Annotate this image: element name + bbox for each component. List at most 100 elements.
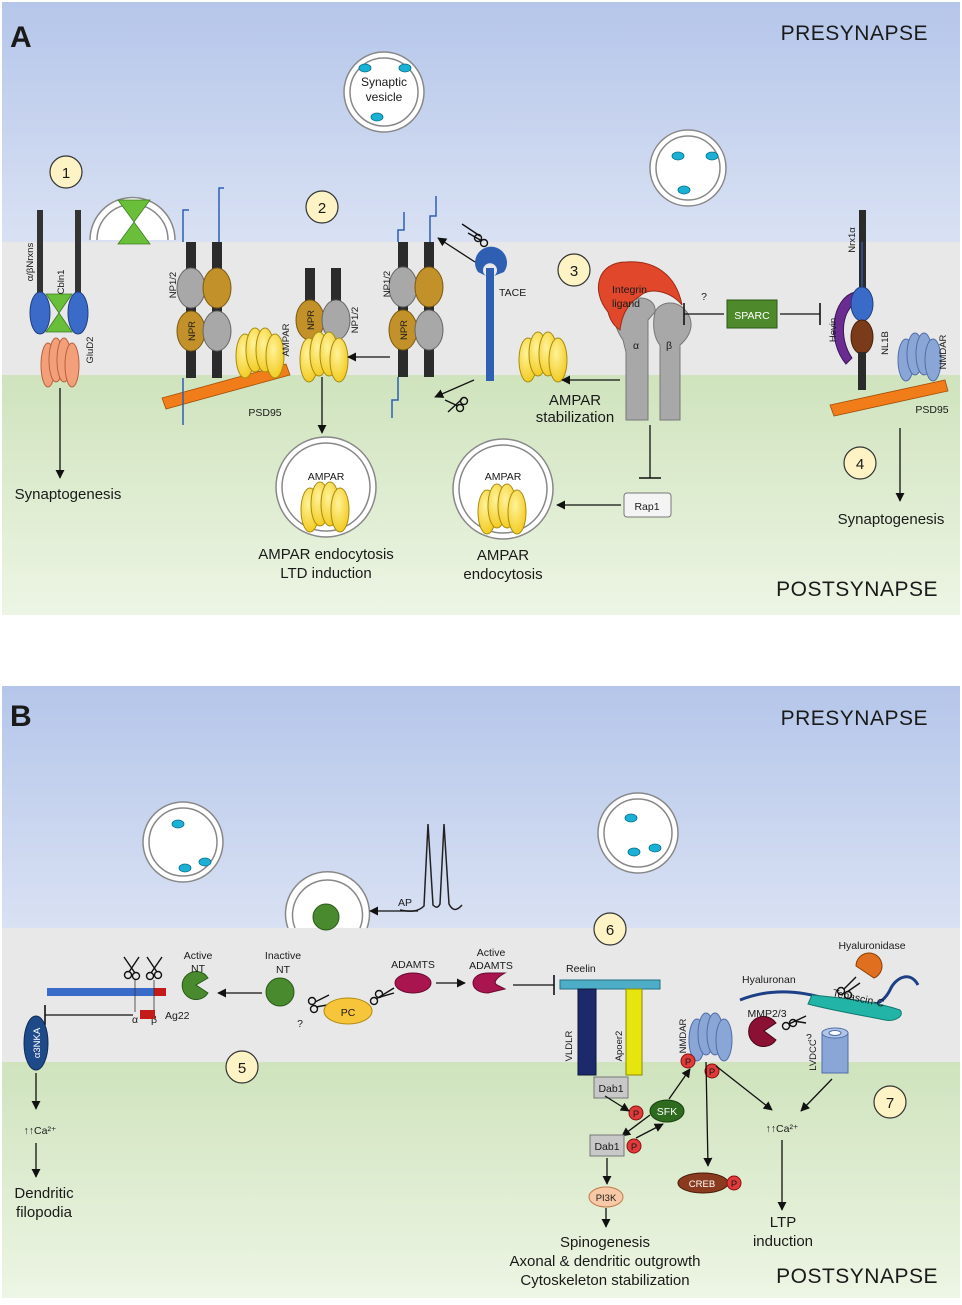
pi3k-label: PI3K <box>596 1193 617 1204</box>
svg-text:P: P <box>633 1109 639 1120</box>
svg-text:P: P <box>731 1179 737 1190</box>
mmp-label: MMP2/3 <box>747 1008 786 1020</box>
svg-text:NPR: NPR <box>399 320 410 340</box>
ampar-endocytic-vesicle-3: AMPAR <box>452 438 554 540</box>
hevin <box>833 291 859 365</box>
vldlr <box>577 988 597 1076</box>
scissors-icon-hyaluronidase <box>836 976 861 1000</box>
panel-b-postsynapse-label: POSTSYNAPSE <box>776 1265 938 1288</box>
pi3k <box>588 1186 624 1208</box>
ampar-anchored <box>235 327 285 379</box>
glud2-label: GluD2 <box>85 337 96 364</box>
np-npr-complex-middle: NPR <box>295 268 351 341</box>
mechanism-1: α/βNrxns Cbln1 GluD2 Synaptogenesis <box>15 196 176 503</box>
svg-text:2: 2 <box>318 200 326 217</box>
step-5-marker: 5 <box>225 1050 259 1084</box>
integrin-ligand-label-2: ligand <box>612 298 640 310</box>
mech6-outcome-3: Cytoskeleton stabilization <box>520 1272 689 1289</box>
ap-label: AP <box>398 897 412 909</box>
adamts-active <box>472 972 507 994</box>
np12-label-left: NP1/2 <box>168 272 179 298</box>
mech3-outcome-1: AMPAR <box>477 547 529 564</box>
rap1-box <box>623 492 672 518</box>
ampar-endocytic-vesicle-2: AMPAR <box>275 436 377 538</box>
active-nt-label-2: NT <box>191 963 206 975</box>
panel-a-presynapse-label: PRESYNAPSE <box>781 22 928 45</box>
mmp-question: ? <box>806 1032 812 1044</box>
npr-label-left: NPR <box>187 321 198 341</box>
a3nka-label: α3NKA <box>32 1027 43 1058</box>
a3nka-pump <box>23 1015 49 1071</box>
svg-text:3: 3 <box>570 263 578 280</box>
np-npr-complex-left: NPR <box>176 187 232 425</box>
mech7-outcome-1: LTP <box>770 1214 796 1231</box>
mechanism-4: Nrx1α Hevin NL1B NMDAR PSD95 Synaptogene… <box>828 210 949 528</box>
synaptic-vesicle-labeled: Synaptic vesicle <box>343 51 425 133</box>
svg-text:1: 1 <box>62 165 70 182</box>
panel-b-letter: B <box>10 700 32 733</box>
step-2-marker: 2 <box>305 190 339 224</box>
active-nt-label-1: Active <box>184 950 213 962</box>
lvdcc-label: LVDCC <box>808 1039 819 1071</box>
panel-a: A PRESYNAPSE POSTSYNAPSE Synaptic vesicl… <box>2 2 960 615</box>
mmp23 <box>748 1016 777 1047</box>
pc-label: PC <box>341 1007 356 1019</box>
mech1-outcome: Synaptogenesis <box>15 486 122 503</box>
nrxn-label: α/βNrxns <box>25 243 36 282</box>
np12-label-right: NP1/2 <box>382 271 393 297</box>
scissors-icon-nt <box>307 994 330 1014</box>
nrxn-domain-left <box>29 291 51 335</box>
mech6-outcome-2: Axonal & dendritic outgrowth <box>510 1253 701 1270</box>
sfk-label: SFK <box>657 1106 677 1118</box>
mech2-outcome-1: AMPAR endocytosis <box>258 546 394 563</box>
hyaluronidase <box>855 952 883 979</box>
svg-text:P: P <box>631 1142 637 1153</box>
phospho-nmdar-2: P <box>704 1063 720 1079</box>
sfk-kinase <box>649 1099 685 1123</box>
integrin-ligand-label-1: Integrin <box>612 284 647 296</box>
step-3-marker: 3 <box>557 253 591 287</box>
mech5-outcome-1: Dendritic <box>14 1185 74 1202</box>
svg-text:P: P <box>685 1057 691 1068</box>
nl1b-rod <box>858 352 866 390</box>
ag22-fragment <box>140 1010 155 1019</box>
glud2-receptor <box>40 337 80 388</box>
agrin-protein <box>47 988 154 996</box>
proprotein-convertase <box>323 997 373 1025</box>
nmdar-b <box>688 1012 733 1062</box>
scissors-icon-mmp <box>781 1015 807 1031</box>
nmdar-a <box>897 332 942 382</box>
vesicle-label-line2: vesicle <box>366 90 403 104</box>
panel-b-postsynapse-zone <box>2 1062 960 1298</box>
ampar-label: AMPAR <box>281 323 292 356</box>
psd95-label-4: PSD95 <box>915 404 948 416</box>
svg-text:NPR: NPR <box>306 310 317 330</box>
nl1b-label: NL1B <box>880 331 891 355</box>
phospho-nmdar-1: P <box>680 1053 696 1069</box>
panel-b-presynapse-label: PRESYNAPSE <box>781 707 928 730</box>
integrin-ligand <box>597 261 683 331</box>
svg-text:7: 7 <box>886 1095 894 1112</box>
scissors-icon-pc <box>369 987 395 1006</box>
scissors-icon-alpha <box>123 956 141 981</box>
integrin-receptor <box>614 287 692 421</box>
nmdar-label-b: NMDAR <box>678 1018 689 1053</box>
np-npr-complex-right: NPR <box>388 196 444 418</box>
vesicle-label-line1: Synaptic <box>361 75 407 89</box>
ag22-label: Ag22 <box>165 1010 190 1022</box>
vldlr-label: VLDLR <box>564 1031 575 1062</box>
panel-a-letter: A <box>10 21 32 54</box>
phospho-dab1-1: P <box>628 1105 644 1121</box>
nrxn-rod-left <box>37 210 43 294</box>
ca-label-5: ↑↑Ca²⁺ <box>24 1125 57 1137</box>
ampar-stabilization-label-1: AMPAR <box>549 392 601 409</box>
integrin-alpha-label: α <box>633 340 639 352</box>
svg-text:AMPAR: AMPAR <box>308 471 345 483</box>
panel-a-postsynapse-label: POSTSYNAPSE <box>776 578 938 601</box>
step-7-marker: 7 <box>873 1085 907 1119</box>
scissors-icon-beta <box>145 956 163 981</box>
ampar-stabilization-label-2: stabilization <box>536 409 614 426</box>
nrx1a-domain <box>850 286 874 322</box>
psd95-label: PSD95 <box>248 407 281 419</box>
